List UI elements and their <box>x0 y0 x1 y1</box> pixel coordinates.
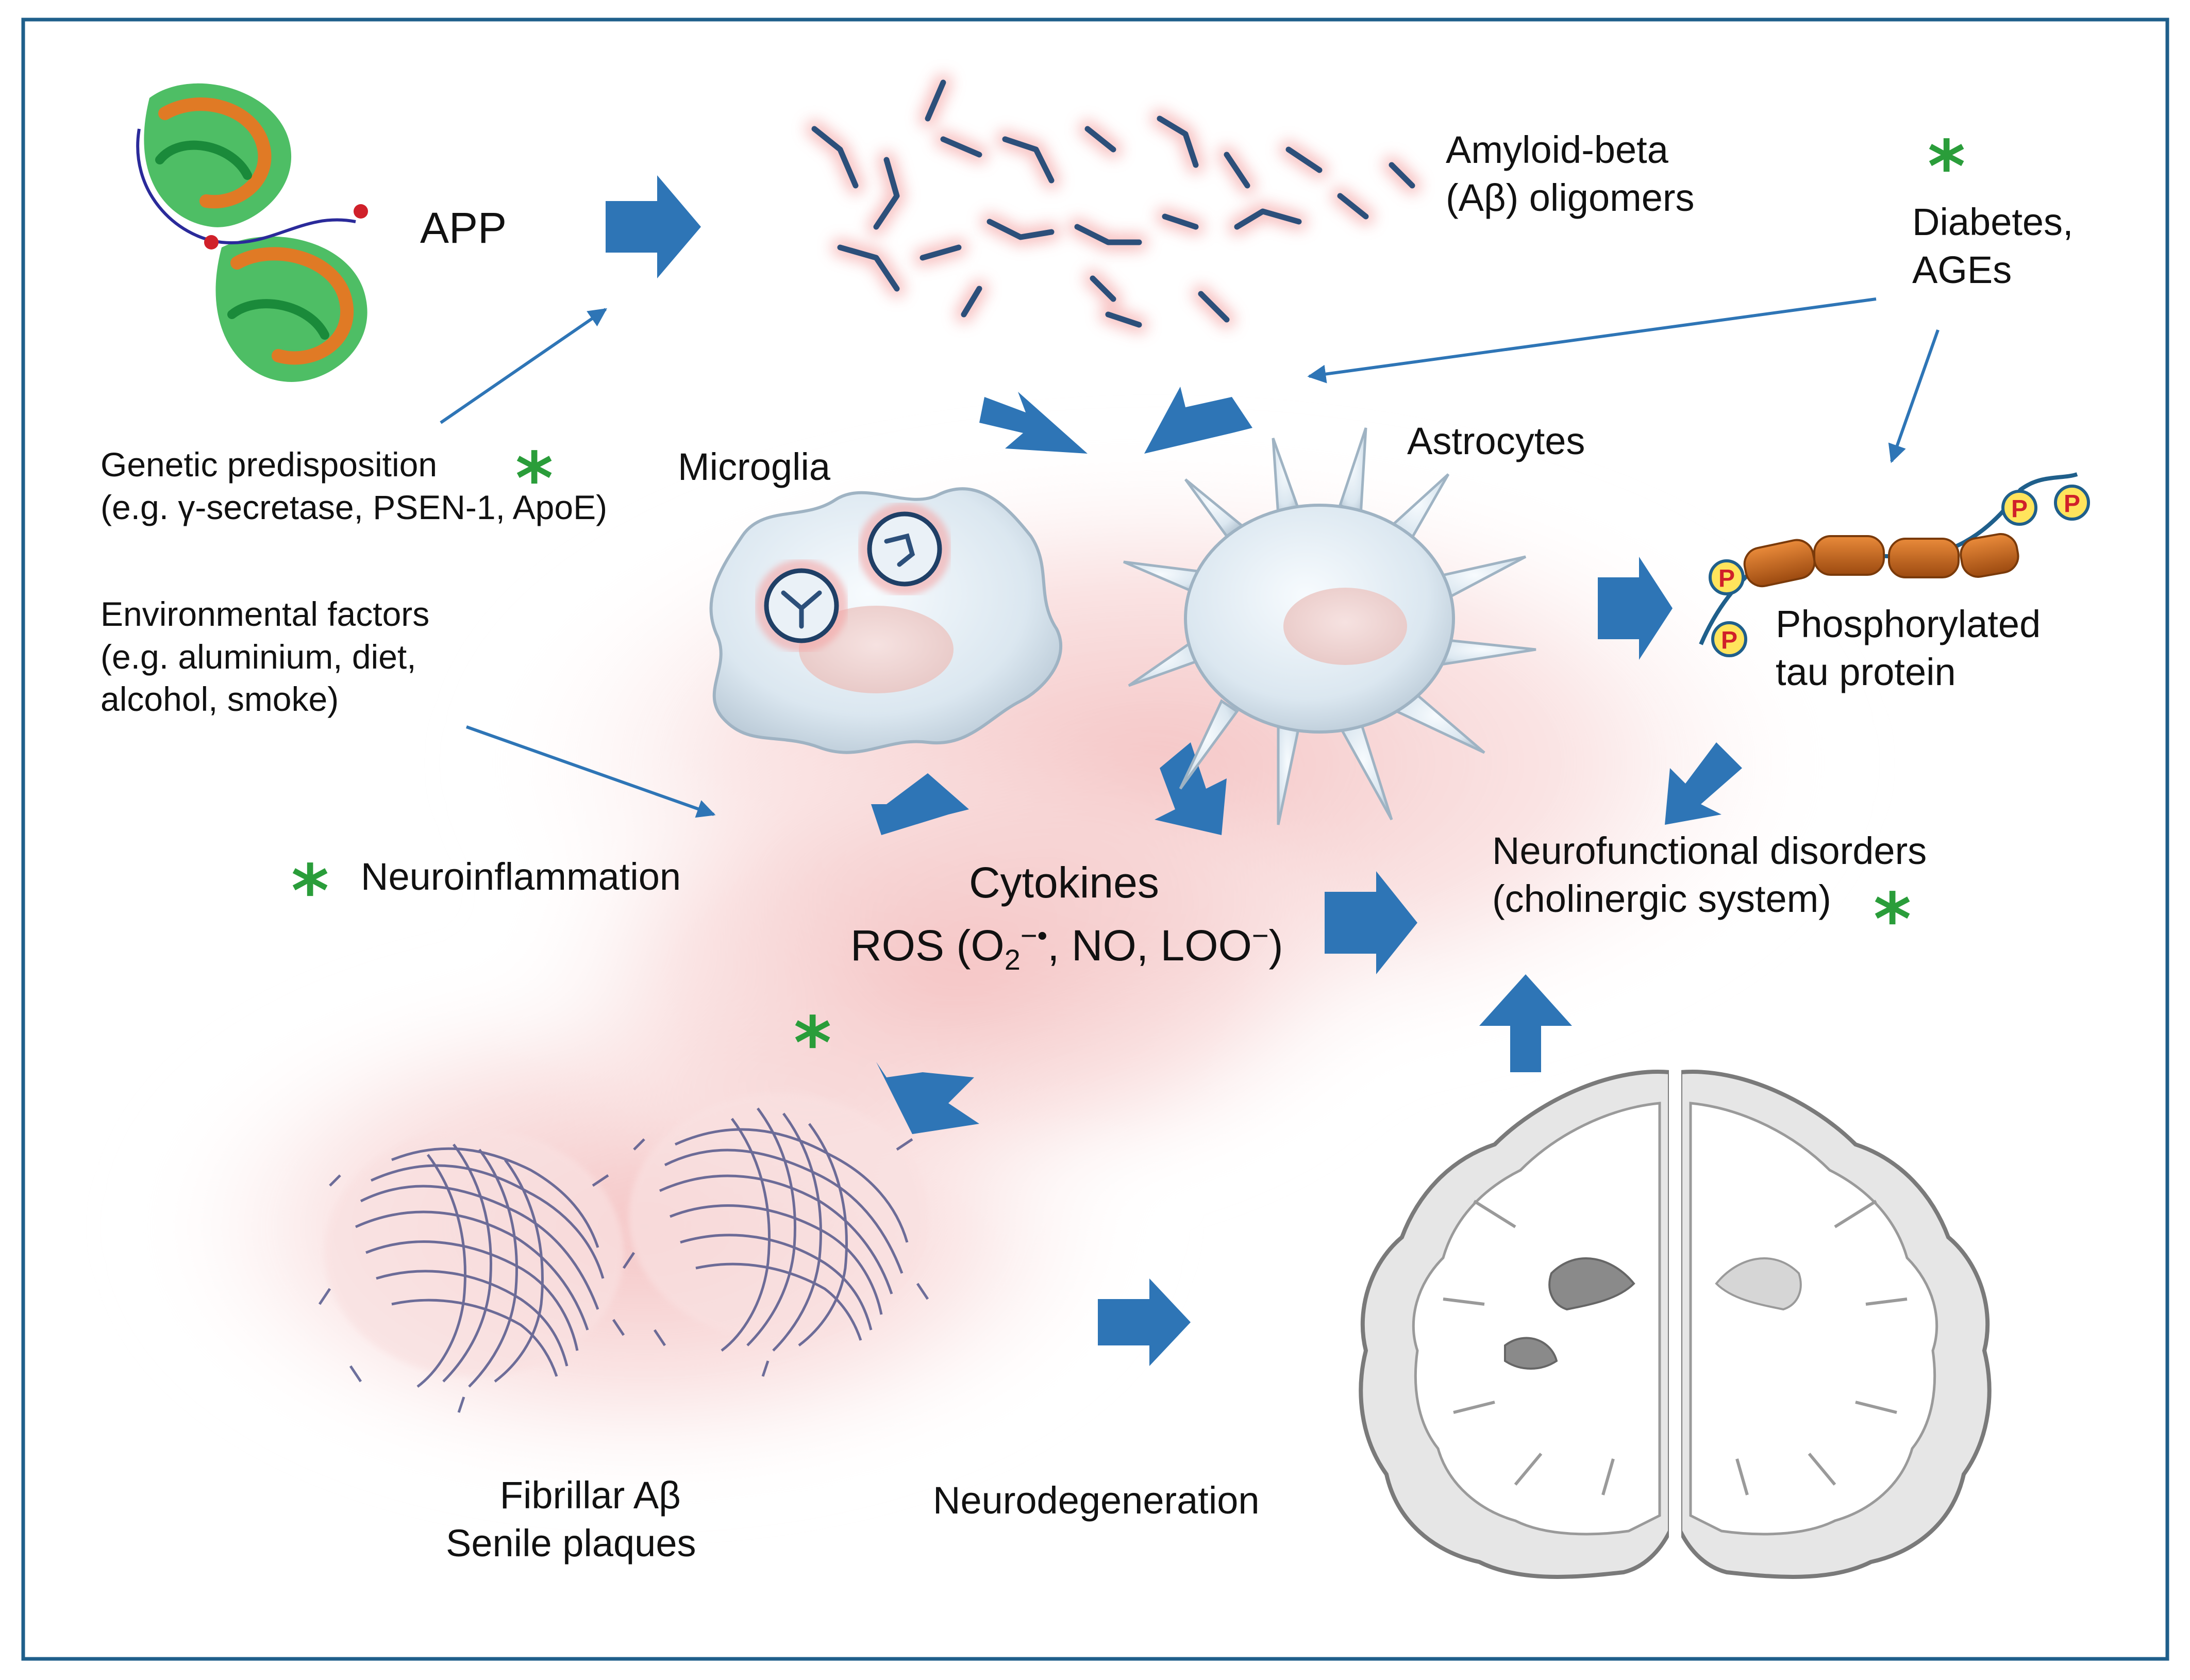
asterisk-diabetes: * <box>1928 125 1966 209</box>
environmental-label-line3: alcohol, smoke) <box>101 680 339 718</box>
tau-label-line2: tau protein <box>1776 650 1956 693</box>
arrow-plaques-to-neurodegeneration <box>1098 1278 1191 1366</box>
app-protein-structure-icon <box>136 83 368 382</box>
fibrillar-label-line1: Fibrillar Aβ <box>499 1474 681 1517</box>
asterisk-neuroinflammation: * <box>291 850 329 934</box>
svg-text:P: P <box>1718 565 1735 592</box>
neurofunctional-label-line2: (cholinergic system) <box>1492 877 1831 920</box>
ros-superscript-2: − <box>1251 919 1269 952</box>
arrow-oligomers-to-microglia <box>979 392 1088 454</box>
arrow-app-to-oligomers <box>606 175 701 278</box>
diabetes-label-line1: Diabetes, <box>1912 201 2074 243</box>
tau-protein-chain-icon: P P P P <box>1699 472 2090 657</box>
genetic-label: Genetic predisposition (e.g. γ-secretase… <box>101 443 607 528</box>
fibrillar-label: Fibrillar Aβ Senile plaques <box>446 1472 696 1567</box>
tau-label-line1: Phosphorylated <box>1776 603 2041 645</box>
phagocytic-vesicle-2 <box>858 503 951 595</box>
neuroinflammation-label: Neuroinflammation <box>361 855 681 898</box>
oligomers-label-line1: Amyloid-beta <box>1446 128 1668 171</box>
neurofunctional-label-line1: Neurofunctional disorders <box>1492 829 1927 872</box>
arrow-cytokines-to-neurofunctional <box>1325 871 1417 974</box>
oligomers-label-line2: (Aβ) oligomers <box>1446 176 1695 219</box>
astrocyte-cell-icon <box>1123 427 1536 825</box>
arrow-oligomers-to-astrocytes <box>1144 387 1252 454</box>
phospho-marker-1: P <box>1709 559 1745 595</box>
senile-plaques-icon <box>318 1093 929 1413</box>
asterisk-neurofunctional: * <box>1874 878 1912 962</box>
asterisk-genetic: * <box>515 437 554 521</box>
app-label: APP <box>420 204 507 252</box>
thin-arrows <box>440 297 1940 818</box>
svg-text:P: P <box>2011 495 2028 523</box>
astrocytes-label: Astrocytes <box>1407 420 1585 462</box>
arrow-astrocytes-to-cytokines <box>1155 742 1227 835</box>
arrow-astrocytes-to-tau <box>1598 557 1673 660</box>
phagocytic-vesicle-1 <box>755 559 848 652</box>
microglia-label: Microglia <box>678 445 831 488</box>
genetic-label-line1: Genetic predisposition <box>101 445 438 484</box>
amyloid-oligomers-icon <box>806 74 1421 334</box>
phospho-marker-3: P <box>2001 490 2037 526</box>
environmental-label-line2: (e.g. aluminium, diet, <box>101 637 416 676</box>
diabetes-label: Diabetes, AGEs <box>1912 198 2074 294</box>
ros-prefix: ROS (O <box>850 921 1005 970</box>
microglia-cell-icon <box>709 487 1063 754</box>
arrow-brain-to-neurofunctional <box>1479 974 1572 1072</box>
arrow-diabetes-to-astrocytes <box>1307 297 1877 384</box>
environmental-label-line1: Environmental factors <box>101 595 430 633</box>
asterisk-plaques: * <box>794 1002 832 1086</box>
phospho-marker-4: P <box>2054 485 2090 521</box>
arrow-tau-to-neurofunctional <box>1665 742 1742 825</box>
svg-text:P: P <box>1721 627 1737 654</box>
arrow-diabetes-to-tau <box>1888 329 1940 463</box>
arrow-genetic-to-oligomers <box>440 308 607 424</box>
ros-suffix: ) <box>1268 921 1283 970</box>
neurodegeneration-label: Neurodegeneration <box>933 1479 1260 1522</box>
ros-superscript: −• <box>1020 919 1048 952</box>
svg-text:P: P <box>2064 490 2080 518</box>
fibrillar-label-line2: Senile plaques <box>446 1521 696 1565</box>
block-arrows <box>606 175 1742 1366</box>
arrow-environmental-to-cytokines <box>465 725 716 818</box>
ros-subscript: 2 <box>1004 943 1021 976</box>
tau-label: Phosphorylated tau protein <box>1776 601 2041 696</box>
oligomers-label: Amyloid-beta (Aβ) oligomers <box>1446 126 1695 222</box>
environmental-label: Environmental factors (e.g. aluminium, d… <box>101 593 429 721</box>
genetic-label-line2: (e.g. γ-secretase, PSEN-1, ApoE) <box>101 488 608 526</box>
ros-label: ROS (O2−•, NO, LOO−) <box>850 918 1283 978</box>
brain-coronal-section-icon <box>1359 1062 1992 1583</box>
neurofunctional-label: Neurofunctional disorders (cholinergic s… <box>1492 827 1927 923</box>
ros-mid: , NO, LOO <box>1047 921 1252 970</box>
phospho-marker-2: P <box>1711 621 1747 657</box>
arrow-cytokines-to-plaques <box>876 1062 979 1134</box>
diabetes-label-line2: AGEs <box>1912 248 2012 291</box>
cytokines-label: Cytokines <box>969 858 1159 907</box>
arrow-microglia-to-cytokines <box>871 773 969 835</box>
